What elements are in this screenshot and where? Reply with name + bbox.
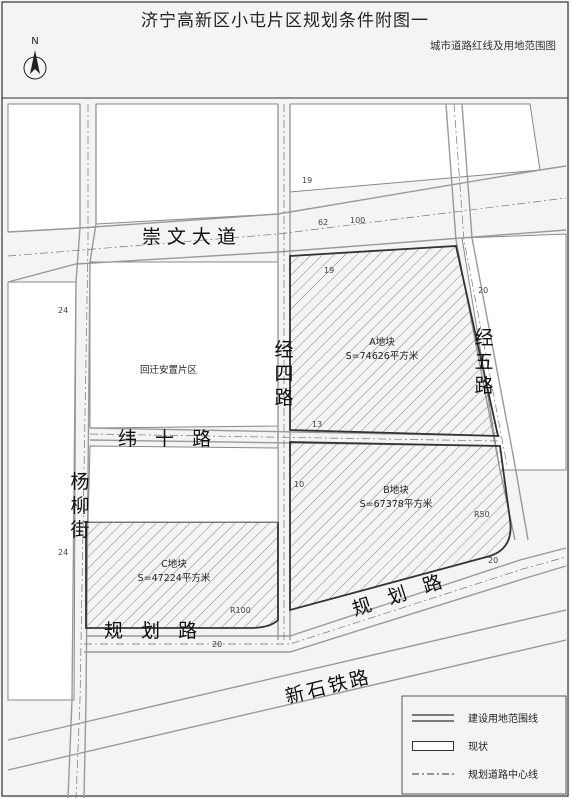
legend-item-boundary: 建设用地范围线 xyxy=(412,710,562,726)
north-label: N xyxy=(31,36,39,47)
plot-a-name: A地块 xyxy=(369,337,395,348)
dimension-24-sw: 24 xyxy=(58,548,69,557)
dimension-r100: R100 xyxy=(230,606,251,615)
dimension-100: 100 xyxy=(350,216,366,225)
legend-label-existing: 现状 xyxy=(468,742,488,753)
dimension-r50: R50 xyxy=(474,510,490,519)
legend-centerline-swatch xyxy=(412,773,454,775)
dimension-20-se: 20 xyxy=(488,556,499,565)
plot-b-name: B地块 xyxy=(383,485,409,496)
road-center-lines xyxy=(7,103,567,798)
road-label-jingwu: 经五路 xyxy=(474,327,494,397)
area-label-resettlement: 回迁安置片区 xyxy=(140,365,198,376)
dimension-13: 13 xyxy=(312,420,323,429)
legend-existing-swatch xyxy=(412,741,454,751)
legend-label-boundary: 建设用地范围线 xyxy=(468,714,538,725)
map-title: 济宁高新区小屯片区规划条件附图一 xyxy=(141,11,429,31)
plot-b-size: S=67378平方米 xyxy=(359,499,433,510)
road-label-jingsi: 经四路 xyxy=(274,339,294,409)
legend-item-existing: 现状 xyxy=(412,738,562,754)
legend-boundary-swatch xyxy=(412,714,454,722)
plot-a xyxy=(289,245,500,437)
dimension-62: 62 xyxy=(318,218,329,227)
block-above-c xyxy=(87,445,279,523)
plot-c-name: C地块 xyxy=(161,559,187,570)
road-label-yangliu: 杨柳街 xyxy=(70,471,90,541)
road-label-guihua-south: 规 划 路 xyxy=(104,620,204,642)
road-label-chongwen: 崇文大道 xyxy=(142,226,243,248)
plot-c xyxy=(85,521,279,629)
plot-b xyxy=(289,441,512,612)
dimension-24-west: 24 xyxy=(58,306,69,315)
dimension-20-south: 20 xyxy=(212,640,223,649)
dimension-19-top: 19 xyxy=(302,176,313,185)
road-label-weishi: 纬 十 路 xyxy=(118,428,218,450)
map-subtitle: 城市道路红线及用地范围图 xyxy=(430,40,556,52)
plot-c-size: S=47224平方米 xyxy=(137,573,211,584)
north-arrow-icon: N xyxy=(22,36,48,90)
legend-label-centerline: 规划道路中心线 xyxy=(468,770,538,781)
dimension-19-inner: 19 xyxy=(324,266,335,275)
dimension-20-east: 20 xyxy=(478,286,489,295)
dimension-10: 10 xyxy=(294,480,305,489)
legend-item-centerline: 规划道路中心线 xyxy=(412,766,562,782)
plot-a-size: S=74626平方米 xyxy=(345,351,419,362)
